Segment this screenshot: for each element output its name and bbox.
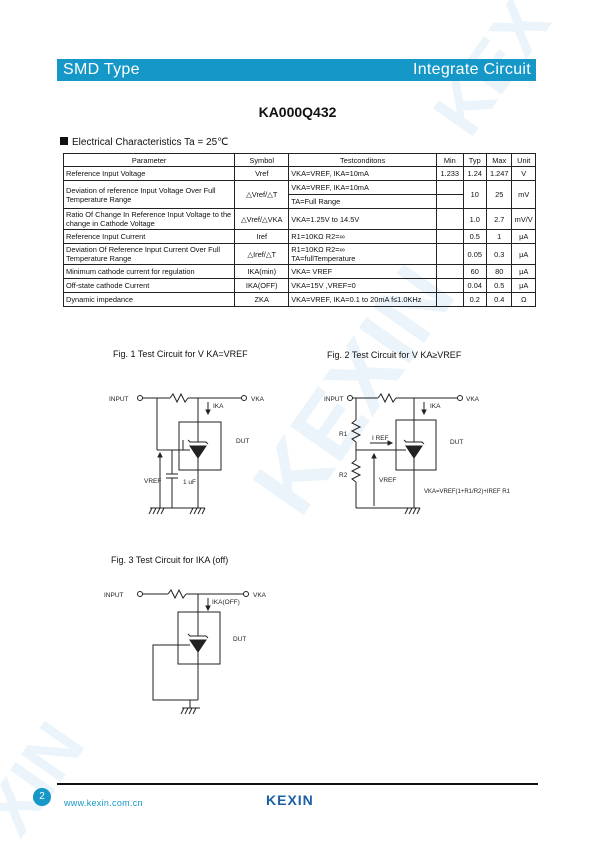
footer-divider [57,783,538,785]
typ-cell: 0.2 [462,292,487,307]
output-terminal-icon [243,591,249,597]
table-row: Minimum cathode current for regulation I… [62,264,536,279]
output-terminal-icon [241,395,247,401]
output-terminal-icon [457,395,463,401]
fig3-vka-label: VKA [253,592,267,599]
fig2-r2-label: R2 [339,472,348,479]
shunt-regulator-icon [189,639,207,653]
fig3-input-label: INPUT [104,592,124,599]
cond-line: R1=10KΩ R2=∞ [291,245,345,254]
current-arrow-icon [421,409,427,416]
unit-cell: Ω [511,292,536,307]
fig1-vref-label: VREF [144,478,161,485]
fig2-iref-label: I REF [372,435,389,442]
part-number: KA000Q432 [258,104,337,120]
fig2-title: Fig. 2 Test Circuit for V KA≥VREF [327,350,462,360]
section-title: Electrical Characteristics Ta = 25℃ [72,137,229,148]
website-link[interactable]: www.kexin.com.cn [64,798,143,808]
cond-line: TA=fullTemperature [291,254,356,263]
fig2-ika-label: IKA [430,403,441,410]
bullet-square-icon [60,137,68,145]
symbol-cell: △Vref/△T [234,180,290,209]
dut-box [395,419,437,471]
table-row: Reference Input Voltage Vref VKA=VREF, I… [62,166,536,181]
kexin-logo: KEXIN [266,792,314,808]
dut-box [178,421,222,471]
electrical-characteristics-table: Parameter Symbol Testconditons Min Typ M… [62,153,536,307]
table-row: Dynamic impedance ZKA VKA=VREF, IKA=0.1 … [62,292,536,307]
fig3-title: Fig. 3 Test Circuit for IKA (off) [111,555,229,565]
table-row: Ratio Of Change In Reference Input Volta… [62,208,536,230]
resistor-r2-icon [350,459,362,483]
input-terminal-icon [137,395,143,401]
doc-category: Integrate Circuit [412,61,531,78]
symbol-cell: ZKA [234,292,290,307]
fig3-circuit [137,588,249,715]
fig1-ika-label: IKA [213,403,224,410]
header-banner: SMD Type Integrate Circuit [57,59,536,81]
current-arrow-icon [205,409,211,416]
page-number: 2 [33,788,51,806]
input-terminal-icon [137,591,143,597]
fig3-dut-label: DUT [233,636,246,643]
table-header-row: Parameter Symbol Testconditons Min Typ M… [62,153,536,167]
param-cell: Deviation Of Reference Input Current Ove… [62,243,236,265]
resistor-icon [167,588,187,600]
resistor-r1-icon [350,419,362,443]
cond-cell: VKA=VREF, IKA=0.1 to 20mA f≤1.0KHz [288,292,438,307]
shunt-regulator-icon [405,445,423,459]
current-arrow-icon [205,605,211,612]
fig1-cap-label: 1 uF [183,479,196,486]
resistor-icon [169,392,189,404]
fig2-circuit [347,392,463,515]
table-row: Deviation Of Reference Input Current Ove… [62,243,536,265]
fig3-ika-label: IKA(OFF) [212,599,240,606]
max-cell: 25 [485,180,513,209]
unit-cell: mV [511,180,536,209]
fig2-vref-label: VREF [379,477,396,484]
dut-box [177,611,221,665]
param-cell: Dynamic impedance [62,292,236,307]
fig1-circuit [137,392,247,515]
table-row: Off-state cathode Current IKA(OFF) VKA=1… [62,278,536,293]
typ-cell: 10 [462,180,487,209]
table-row: Deviation of reference Input Voltage Ove… [62,180,536,209]
fig1-input-label: INPUT [109,396,129,403]
resistor-icon [377,392,397,404]
section-heading: Electrical Characteristics Ta = 25℃ [60,137,228,148]
ground-icon [404,507,421,515]
input-terminal-icon [347,395,353,401]
fig1-title: Fig. 1 Test Circuit for V KA=VREF [113,349,248,359]
fig2-dut-label: DUT [450,439,463,446]
table-row: TA=Full Range [64,194,536,209]
ground-icon [180,707,197,715]
fig2-vka-label: VKA [466,396,480,403]
max-cell: 0.3 [485,243,513,265]
ground-icon [189,507,206,515]
max-cell: 0.4 [485,292,513,307]
ground-icon [148,507,165,515]
doc-type: SMD Type [63,61,140,78]
shunt-regulator-icon [189,445,207,459]
fig1-vka-label: VKA [251,396,265,403]
fig2-input-label: INPUT [324,396,344,403]
fig1-dut-label: DUT [236,438,249,445]
fig2-equation: VKA=VREF(1+R1/R2)+IREF R1 [424,489,511,495]
fig2-r1-label: R1 [339,431,348,438]
